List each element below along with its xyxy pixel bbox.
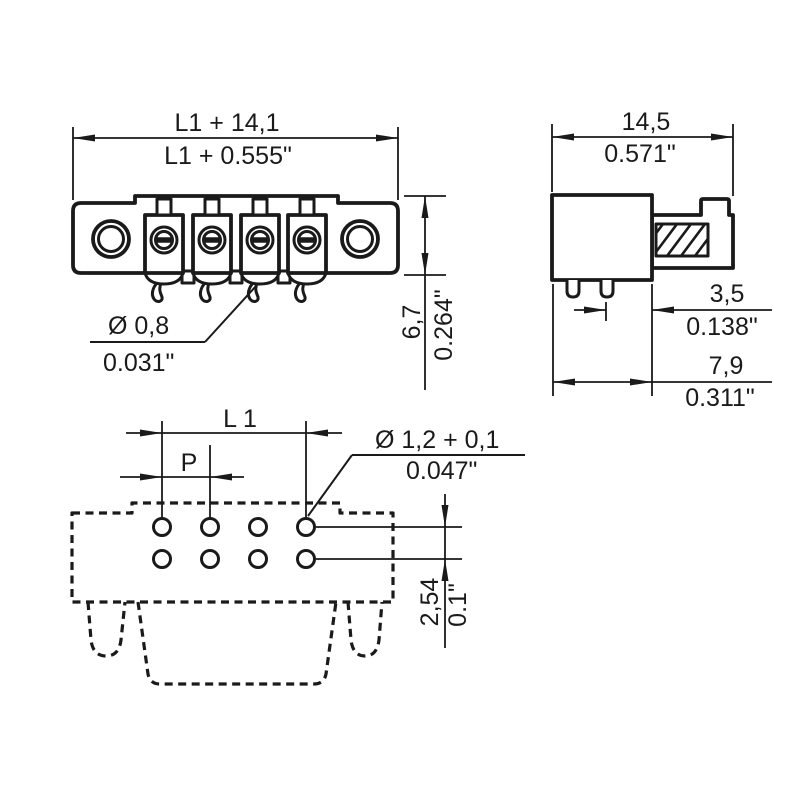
footprint-right-leg bbox=[346, 601, 384, 658]
pin-diameter-in: 0.031" bbox=[103, 349, 174, 377]
footprint-view: L 1 P Ø 1,2 + 0,1 0.047" 2,54 0.1" bbox=[70, 405, 525, 686]
screw bbox=[197, 225, 227, 255]
mounting-hole bbox=[340, 219, 380, 259]
drill-hole bbox=[248, 517, 268, 537]
screw bbox=[245, 225, 275, 255]
footprint-pitch-label: P bbox=[181, 449, 198, 477]
side-view: 14,5 0.571" 3,5 0.138" 7,9 0.311" bbox=[550, 108, 772, 412]
drill-hole bbox=[200, 549, 220, 569]
front-width-in: L1 + 0.555" bbox=[164, 142, 292, 170]
footprint-left-leg bbox=[86, 601, 127, 658]
footprint-length-dimension: L 1 bbox=[126, 405, 342, 518]
side-lower-dimensions: 3,5 0.138" 7,9 0.311" bbox=[552, 280, 772, 412]
footprint-pitch-dimension: P bbox=[120, 445, 244, 518]
drill-hole bbox=[152, 517, 172, 537]
terminal-tab bbox=[298, 197, 316, 217]
row-spacing-mm: 2,54 bbox=[416, 578, 444, 627]
drill-hole bbox=[200, 517, 220, 537]
drill-hole bbox=[296, 549, 316, 569]
body-depth-in: 0.311" bbox=[685, 384, 755, 412]
terminal-tab bbox=[203, 197, 221, 217]
mounting-hole bbox=[91, 219, 131, 259]
pin-diameter-mm: Ø 0,8 bbox=[108, 312, 169, 340]
side-depth-mm: 14,5 bbox=[622, 108, 671, 136]
screw bbox=[149, 225, 179, 255]
front-height-in: 0.264" bbox=[430, 289, 458, 360]
terminal-tab bbox=[155, 197, 173, 217]
pin-offset-mm: 3,5 bbox=[710, 280, 745, 308]
front-width-mm: L1 + 14,1 bbox=[175, 109, 280, 137]
pin-diameter-callout: Ø 0,8 0.031" bbox=[90, 285, 257, 377]
footprint-outline bbox=[70, 501, 395, 604]
front-width-dimension: L1 + 14,1 L1 + 0.555" bbox=[72, 109, 399, 200]
side-pin bbox=[565, 280, 581, 299]
footprint-center-protrusion bbox=[136, 601, 338, 686]
hole-diameter-in: 0.047" bbox=[406, 457, 477, 485]
hatch-lines bbox=[656, 224, 708, 256]
drill-hole bbox=[248, 549, 268, 569]
drill-hole bbox=[152, 549, 172, 569]
footprint-length-label: L 1 bbox=[223, 405, 257, 433]
screw bbox=[292, 225, 322, 255]
hole-diameter-callout: Ø 1,2 + 0,1 0.047" bbox=[307, 426, 525, 517]
row-spacing-in: 0.1" bbox=[444, 583, 472, 627]
front-height-dimension: 6,7 0.264" bbox=[398, 195, 458, 390]
drill-hole bbox=[296, 517, 316, 537]
front-view: L1 + 14,1 L1 + 0.555" 6,7 0.264" Ø 0,8 0… bbox=[71, 109, 458, 390]
side-depth-in: 0.571" bbox=[604, 140, 675, 168]
pin-offset-in: 0.138" bbox=[686, 313, 757, 341]
body-depth-mm: 7,9 bbox=[709, 352, 744, 380]
row-spacing-dimension: 2,54 0.1" bbox=[316, 494, 472, 648]
terminal-tab bbox=[251, 197, 269, 217]
side-depth-dimension: 14,5 0.571" bbox=[551, 108, 734, 196]
side-pin bbox=[599, 280, 615, 299]
hole-diameter-mm: Ø 1,2 + 0,1 bbox=[375, 426, 499, 454]
front-height-mm: 6,7 bbox=[398, 305, 426, 340]
side-body bbox=[550, 193, 654, 282]
